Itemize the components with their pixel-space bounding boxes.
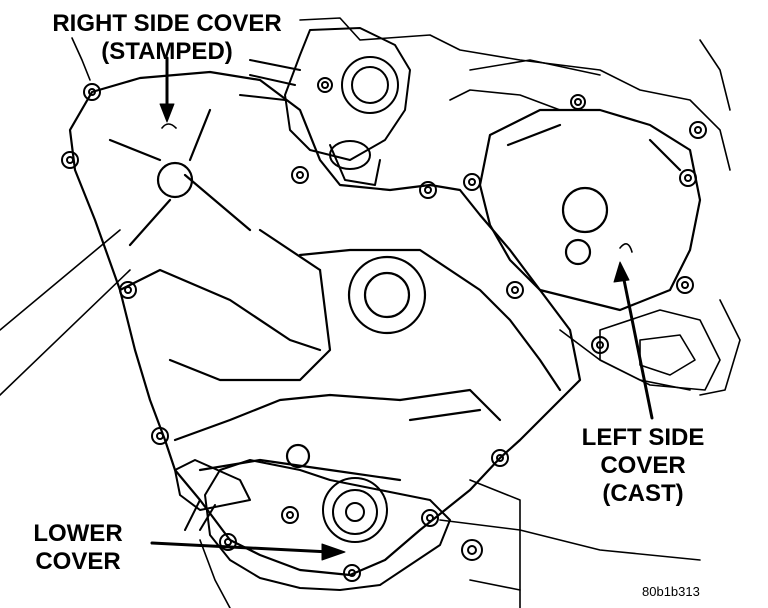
lower-cover-leader [150,541,332,554]
lower-cover-label: LOWER COVER [8,520,148,576]
right-side-cover-label: RIGHT SIDE COVER (STAMPED) [32,10,302,66]
left-side-cover-label-line1: LEFT SIDE [581,424,705,451]
left-side-cover-label-line3: (CAST) [602,480,684,507]
left-cover-leader [620,268,654,420]
right-side-cover-label-line2: (STAMPED) [101,38,233,65]
left-side-cover-label-line2: COVER [600,452,686,479]
left-cover-arrowhead [613,261,630,283]
part-marks [161,123,633,253]
water-outlet-housing [239,27,411,186]
figure-id: 80b1b313 [642,584,700,599]
right-side-cover-label-line1: RIGHT SIDE COVER [52,10,282,37]
engine-block-outline [0,17,741,608]
left-side-cover [478,108,702,312]
right-cover-arrowhead [159,103,175,123]
left-side-cover-label: LEFT SIDE COVER (CAST) [568,424,718,508]
cover-bolts [61,77,707,582]
leader-arrows [150,56,654,561]
right-side-cover [68,70,582,577]
lower-cover-label-line2: COVER [35,548,121,575]
lower-cover-label-line1: LOWER [33,520,123,547]
lower-cover-arrowhead [321,543,346,561]
lower-cover [174,459,451,591]
